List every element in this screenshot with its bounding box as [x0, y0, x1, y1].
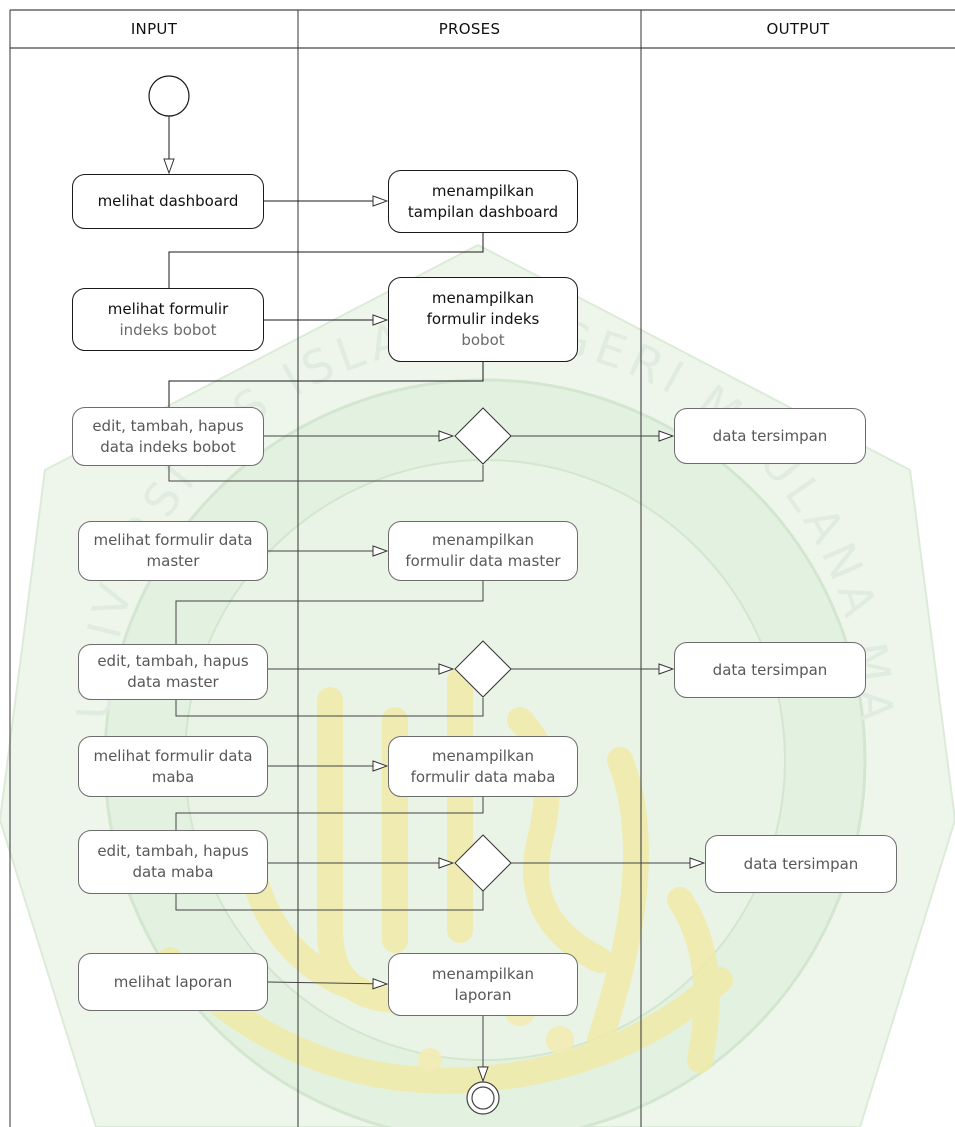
activity-label: formulir indeks — [426, 310, 540, 328]
activity-label: data maba — [132, 863, 214, 881]
activity-edit-data-master: edit, tambah, hapus data master — [78, 644, 268, 700]
activity-menampilkan-tampilan-dashboard: menampilkan tampilan dashboard — [388, 170, 578, 233]
activity-label: data master — [127, 673, 219, 691]
activity-label: melihat laporan — [113, 972, 233, 991]
activity-label: master — [146, 552, 200, 570]
activity-label: edit, tambah, hapus — [97, 652, 249, 670]
activity-menampilkan-formulir-data-master: menampilkan formulir data master — [388, 521, 578, 581]
activity-label: data tersimpan — [712, 426, 828, 445]
lane-header-input: INPUT — [130, 20, 178, 38]
activity-menampilkan-laporan: menampilkan laporan — [388, 953, 578, 1016]
activity-edit-data-indeks-bobot: edit, tambah, hapus data indeks bobot — [72, 407, 264, 466]
start-node — [148, 75, 190, 117]
decision-diamond-indeks — [454, 407, 512, 465]
activity-label: menampilkan — [431, 531, 535, 549]
activity-melihat-laporan: melihat laporan — [78, 953, 268, 1011]
activity-label: formulir data master — [405, 552, 561, 570]
activity-label: menampilkan — [431, 289, 535, 307]
activity-melihat-dashboard: melihat dashboard — [72, 174, 264, 229]
output-data-tersimpan-3: data tersimpan — [705, 835, 897, 893]
activity-melihat-formulir-indeks-bobot: melihat formulir indeks bobot — [72, 288, 264, 351]
activity-label: indeks bobot — [119, 320, 217, 339]
output-data-tersimpan-2: data tersimpan — [674, 642, 866, 698]
activity-label: melihat formulir data — [93, 746, 253, 765]
activity-label: melihat formulir data — [93, 531, 253, 549]
activity-melihat-formulir-data-maba: melihat formulir data maba — [78, 736, 268, 797]
activity-label: edit, tambah, hapus — [92, 416, 244, 435]
activity-label: edit, tambah, hapus — [97, 842, 249, 860]
activity-label: laporan — [454, 985, 512, 1004]
lane-header-proses: PROSES — [438, 20, 501, 38]
output-data-tersimpan-1: data tersimpan — [674, 408, 866, 464]
activity-label: maba — [151, 767, 195, 786]
activity-label: melihat formulir — [107, 299, 229, 318]
lane-header-output: OUTPUT — [766, 20, 830, 38]
activity-label: data tersimpan — [712, 660, 828, 679]
activity-label: melihat dashboard — [97, 192, 239, 210]
activity-label: menampilkan — [431, 181, 535, 200]
activity-menampilkan-formulir-data-maba: menampilkan formulir data maba — [388, 736, 578, 797]
decision-diamond-master — [454, 640, 512, 698]
activity-label: formulir data maba — [410, 767, 556, 786]
activity-edit-data-maba: edit, tambah, hapus data maba — [78, 830, 268, 894]
activity-label: bobot — [461, 331, 505, 349]
activity-melihat-formulir-data-master: melihat formulir data master — [78, 521, 268, 581]
decision-diamond-maba — [454, 834, 512, 892]
activity-label: data indeks bobot — [100, 437, 236, 456]
activity-label: data tersimpan — [743, 854, 859, 873]
activity-label: menampilkan — [431, 964, 535, 983]
activity-label: tampilan dashboard — [407, 202, 559, 221]
activity-label: menampilkan — [431, 746, 535, 765]
activity-menampilkan-formulir-indeks-bobot: menampilkan formulir indeks bobot — [388, 277, 578, 362]
